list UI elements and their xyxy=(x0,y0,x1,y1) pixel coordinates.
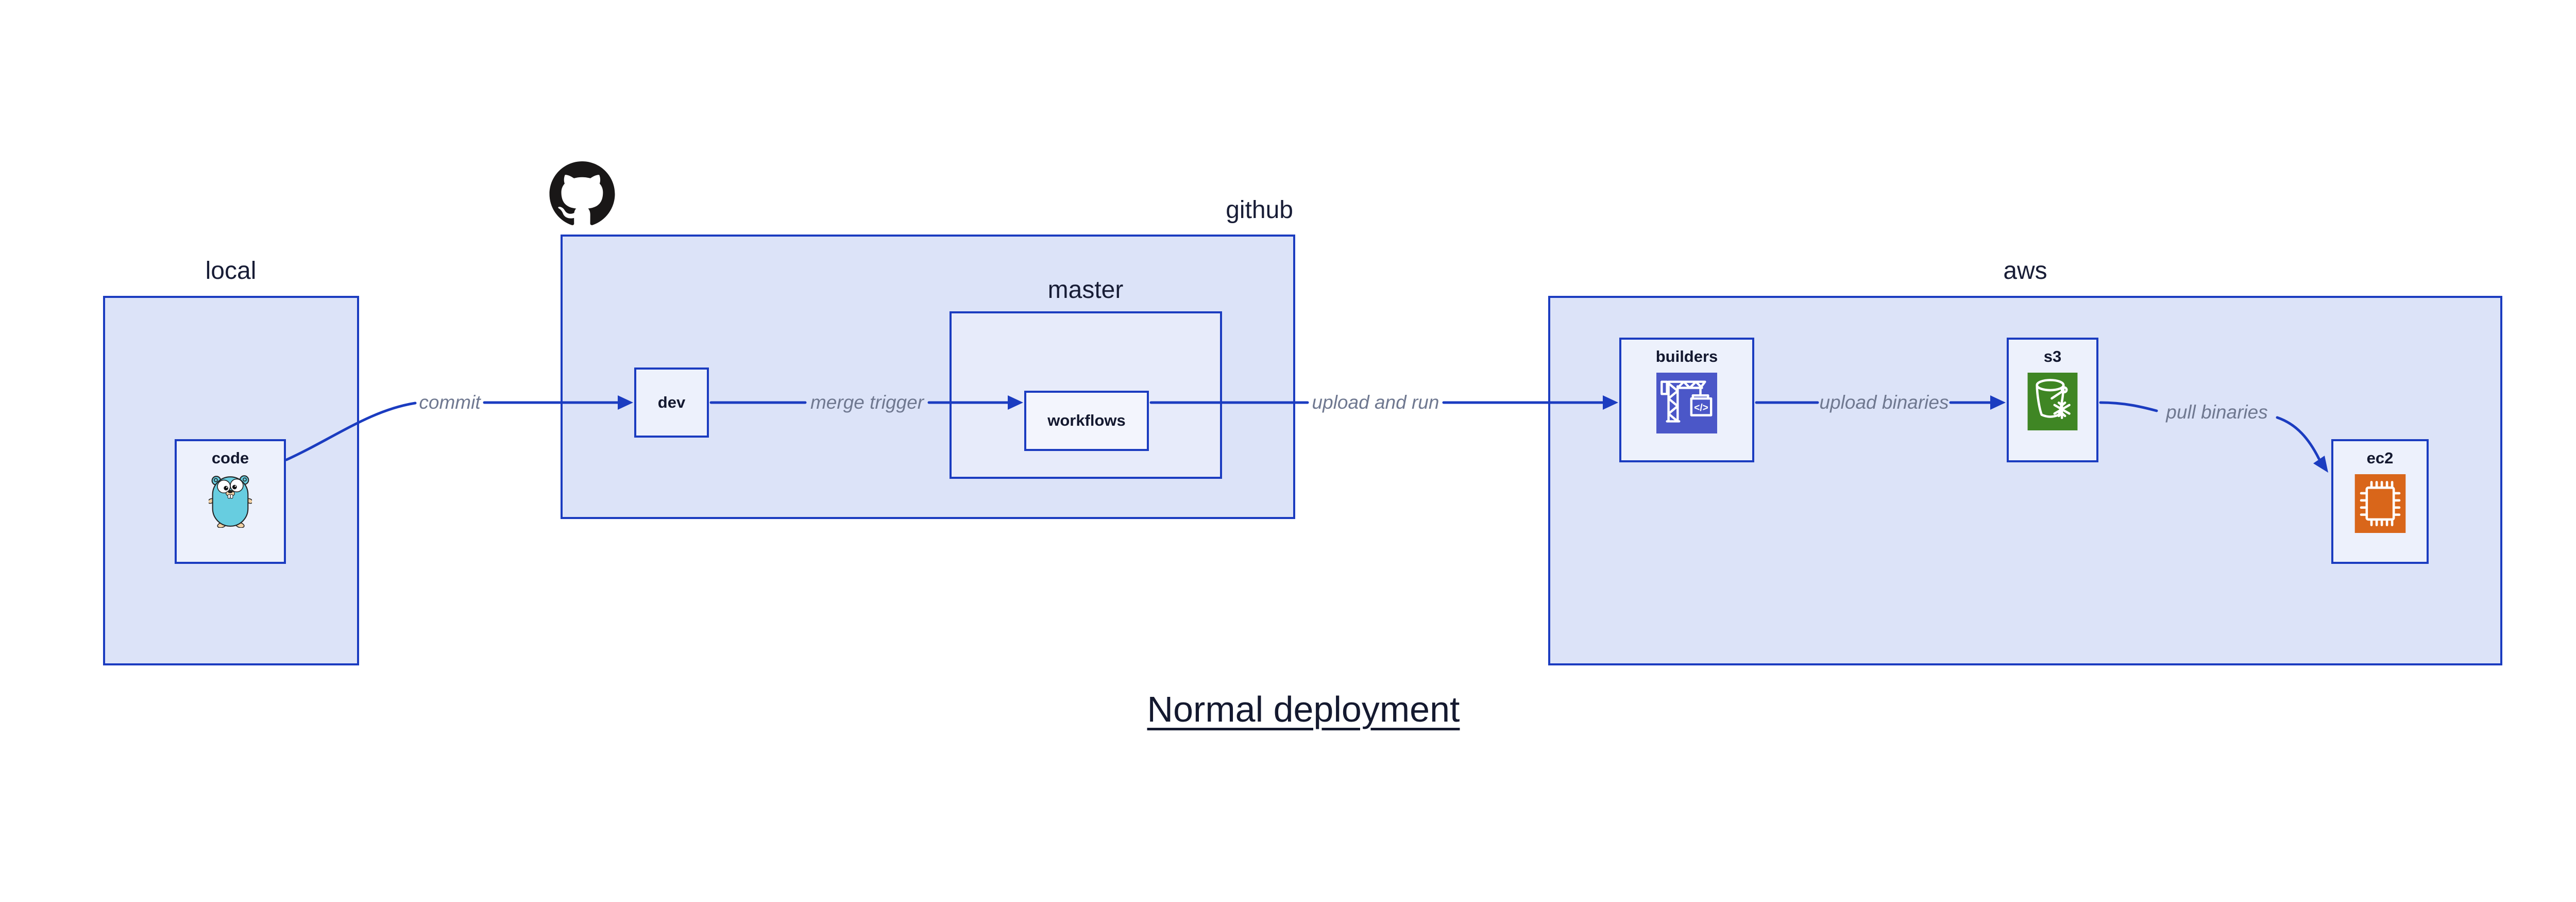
node-ec2-label: ec2 xyxy=(2366,449,2394,467)
edge-label-commit: commit xyxy=(419,392,481,413)
node-builders: builders </> xyxy=(1619,338,1754,462)
section-label-github: github xyxy=(1226,196,1293,224)
aws-codebuild-icon: </> xyxy=(1656,373,1717,434)
diagram-title: Normal deployment xyxy=(1147,689,1460,729)
node-code: code xyxy=(175,439,286,564)
node-s3: s3 xyxy=(2007,338,2098,462)
node-workflows: workflows xyxy=(1024,391,1149,451)
node-dev: dev xyxy=(634,368,709,438)
section-label-local: local xyxy=(205,257,257,285)
node-builders-label: builders xyxy=(1655,347,1718,365)
aws-ec2-icon xyxy=(2354,474,2405,533)
edge-label-pull-binaries: pull binaries xyxy=(2166,402,2268,423)
edge-label-upload-binaries: upload binaries xyxy=(1819,392,1949,413)
node-s3-label: s3 xyxy=(2043,347,2062,365)
section-label-master: master xyxy=(1047,276,1124,304)
aws-s3-glacier-icon xyxy=(2027,373,2078,431)
github-octocat-icon xyxy=(549,161,615,225)
node-dev-label: dev xyxy=(657,393,686,411)
node-ec2: ec2 xyxy=(2331,439,2429,564)
node-workflows-label: workflows xyxy=(1047,411,1126,430)
edge-label-upload-and-run: upload and run xyxy=(1312,392,1439,413)
edge-label-merge-trigger: merge trigger xyxy=(810,392,924,413)
node-code-label: code xyxy=(211,449,249,467)
codebuild-code-glyph: </> xyxy=(1694,403,1708,413)
go-gopher-icon xyxy=(209,475,252,528)
section-label-aws: aws xyxy=(2003,257,2047,285)
